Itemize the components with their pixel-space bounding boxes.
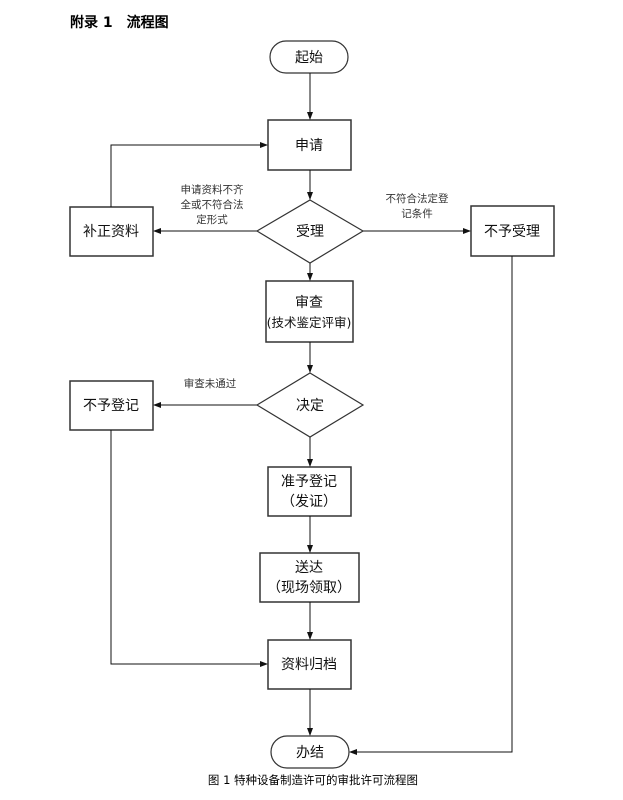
edge-reject-register-archive [110,430,268,667]
approve-label: 准予登记 [281,474,337,490]
page-title: 附录 1 流程图 [70,15,169,31]
edge-supplement-apply [110,142,268,207]
edge-reject-accept-end [349,256,513,755]
deliver-label: 送达 [295,560,323,576]
reject-accept-box [470,205,555,257]
start-terminal [269,40,349,74]
archive-label: 资料归档 [281,656,337,673]
reject-accept-label: 不予受理 [484,224,540,240]
review-box [265,280,354,343]
edge-label-not-qualified-1: 不符合法定登 [386,192,449,205]
start-label: 起始 [295,50,323,66]
edge-label-review-failed: 审查未通过 [184,377,237,390]
edge-label-incomplete-3: 定形式 [196,213,228,226]
accept-label: 受理 [296,224,324,240]
approve-sublabel: （发证） [281,494,337,510]
edge-label-incomplete-2: 全或不符合法 [181,198,244,211]
supplement-box [69,206,154,257]
edge-label-incomplete-1: 申请资料不齐 [181,183,244,196]
apply-label: 申请 [295,138,323,154]
apply-box [267,119,352,171]
figure-caption: 图 1 特种设备制造许可的审批许可流程图 [208,773,418,787]
deliver-box [259,552,360,603]
archive-box [267,639,352,690]
review-label: 审查 [295,295,323,311]
end-label: 办结 [296,745,324,761]
review-sublabel: (技术鉴定评审) [267,315,352,330]
edge-label-not-qualified-2: 记条件 [401,207,433,220]
decide-label: 决定 [296,398,324,414]
supplement-label: 补正资料 [83,224,139,240]
reject-register-box [69,380,154,431]
deliver-sublabel: （现场领取） [267,580,351,596]
reject-register-label: 不予登记 [83,398,139,414]
approve-box [267,466,352,517]
